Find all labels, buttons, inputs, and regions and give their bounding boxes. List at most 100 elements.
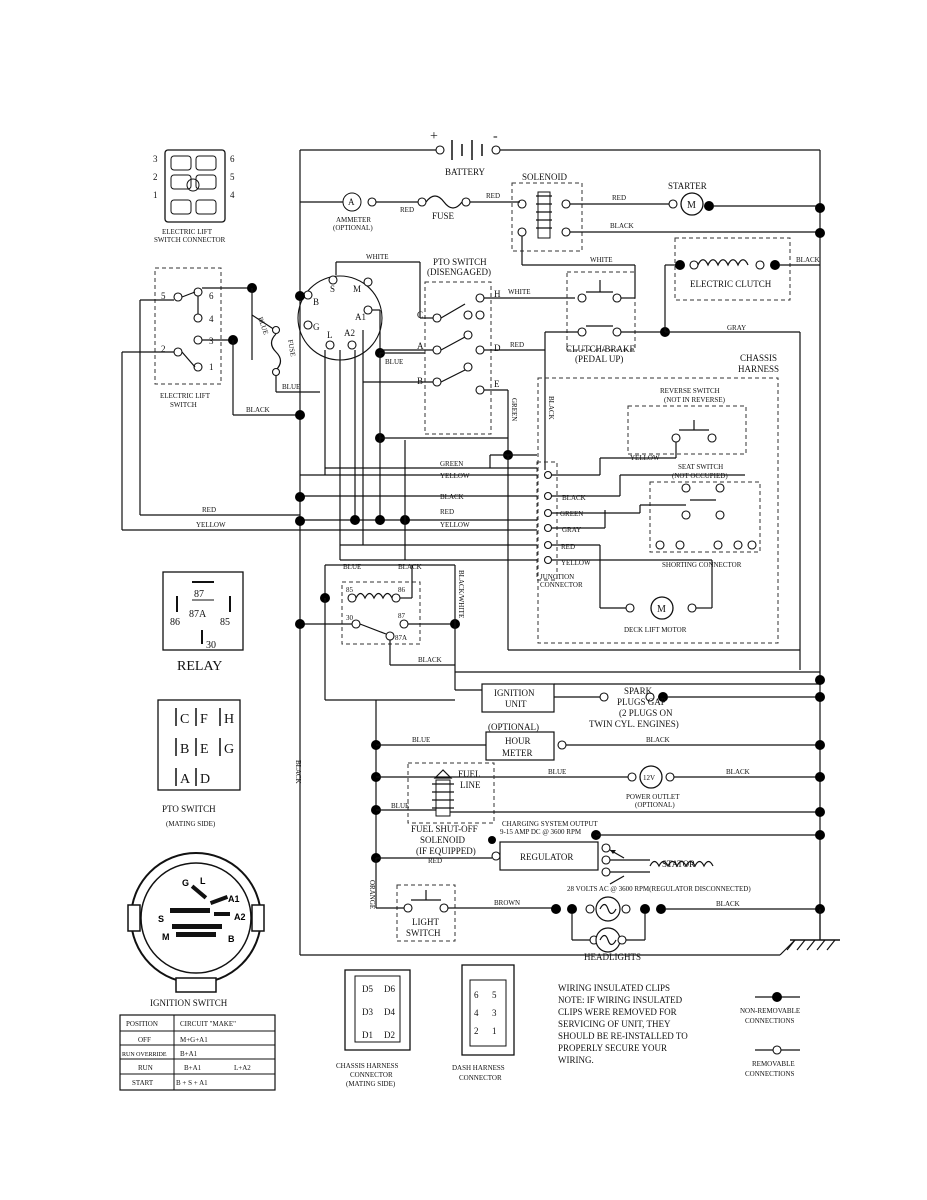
wire-black-clutch2: BLACK bbox=[796, 256, 820, 264]
pto-mating-d: D bbox=[200, 772, 210, 787]
elc-pin-3: 3 bbox=[153, 154, 158, 164]
wire-red-ammeter: RED bbox=[400, 206, 414, 214]
electric-clutch: BLACK ELECTRIC CLUTCH bbox=[665, 237, 820, 301]
elc-pin-2: 2 bbox=[153, 172, 158, 182]
elc-label-1: ELECTRIC LIFT bbox=[162, 228, 213, 236]
pto-label-1: PTO SWITCH bbox=[433, 257, 487, 267]
ign-table-run: RUN bbox=[138, 1064, 153, 1072]
electric-lift-switch-connector: 3 2 1 6 5 4 ELECTRIC LIFT SWITCH CONNECT… bbox=[153, 149, 235, 244]
relay-pin-30: 30 bbox=[206, 640, 216, 651]
els-pin-2: 2 bbox=[161, 344, 166, 354]
ign-term-a1: A1 bbox=[355, 312, 366, 322]
spark-label-4: TWIN CYL. ENGINES) bbox=[589, 719, 679, 729]
relay-label: RELAY bbox=[177, 659, 222, 674]
chc-label-2: CONNECTOR bbox=[350, 1071, 393, 1079]
wire-black-hl: BLACK bbox=[716, 900, 740, 908]
ign-term-g: G bbox=[313, 322, 320, 332]
wire-blue-fuse: BLUE bbox=[256, 316, 270, 336]
hour-meter-optional: (OPTIONAL) bbox=[488, 722, 539, 732]
deck-lift-motor-label: DECK LIFT MOTOR bbox=[624, 626, 687, 634]
chc-pin-d4: D4 bbox=[384, 1007, 395, 1017]
pto-mating-b: B bbox=[180, 742, 189, 757]
light-switch-headlights: ORANGE LIGHT SWITCH BROWN BLACK HEADLIGH… bbox=[368, 858, 825, 962]
battery: + - BATTERY bbox=[300, 129, 820, 177]
elc-pin-4: 4 bbox=[230, 190, 235, 200]
regulator-stator: CHARGING SYSTEM OUTPUT 9-15 AMP DC @ 360… bbox=[371, 820, 825, 893]
wire-green-bus: GREEN bbox=[440, 460, 463, 468]
wire-red-els: RED bbox=[202, 506, 216, 514]
wire-white-clutch: WHITE bbox=[590, 256, 613, 264]
wire-red-reg: RED bbox=[428, 857, 442, 865]
pto-term-a: A bbox=[417, 341, 424, 351]
ign-face-m: M bbox=[162, 932, 170, 942]
dhc-pin-4: 4 bbox=[474, 1008, 479, 1018]
chassis-harness-connector: D5 D6 D3 D4 D1 D2 CHASSIS HARNESS CONNEC… bbox=[336, 969, 411, 1088]
els-label-2: SWITCH bbox=[170, 401, 197, 409]
note-line-4: SERVICING OF UNIT, THEY bbox=[558, 1019, 671, 1029]
spark-label-3: (2 PLUGS ON bbox=[619, 708, 673, 718]
power-outlet-label-2: (OPTIONAL) bbox=[635, 801, 675, 809]
power-outlet: BLUE 12V BLACK POWER OUTLET (OPTIONAL) bbox=[371, 765, 825, 809]
fuse-label: FUSE bbox=[432, 211, 455, 221]
wire-black-els: BLACK bbox=[246, 406, 270, 414]
ign-table-run-circuit: B+A1 bbox=[184, 1064, 202, 1072]
chc-pin-d1: D1 bbox=[362, 1030, 373, 1040]
legend-nonremovable-2: CONNECTIONS bbox=[745, 1017, 794, 1025]
relay-schematic: BLUE BLACK 85 86 30 87 87A BLACK/WHITE B… bbox=[295, 563, 820, 690]
wire-green-jc: GREEN bbox=[560, 510, 583, 518]
chassis-harness-label-2: HARNESS bbox=[738, 364, 779, 374]
pto-switch: PTO SWITCH (DISENGAGED) H C A D B E WHIT… bbox=[363, 257, 575, 520]
solenoid-label: SOLENOID bbox=[522, 172, 567, 182]
els-pin-6: 6 bbox=[209, 291, 214, 301]
pto-term-h: H bbox=[494, 289, 501, 299]
ign-table-off: OFF bbox=[138, 1036, 151, 1044]
seat-switch-label-2: (NOT OCCUPIED) bbox=[672, 472, 728, 480]
els-pin-5: 5 bbox=[161, 291, 166, 301]
pto-mating-a: A bbox=[180, 772, 191, 787]
pto-mating-icon: C F H B E G A D PTO SWITCH (MATING SIDE) bbox=[157, 699, 241, 828]
pto-mating-e: E bbox=[200, 742, 209, 757]
ignition-table: POSITION CIRCUIT "MAKE" OFF M+G+A1 RUN O… bbox=[119, 1014, 276, 1091]
spark-label-2: PLUGS GAP bbox=[617, 697, 666, 707]
wire-yellow-els: YELLOW bbox=[196, 521, 226, 529]
dhc-pin-2: 2 bbox=[474, 1026, 479, 1036]
pto-mating-f: F bbox=[200, 712, 208, 727]
chassis-harness: CHASSIS HARNESS REVERSE SWITCH (NOT IN R… bbox=[536, 353, 779, 644]
hour-meter-label-2: METER bbox=[502, 748, 533, 758]
els-pin-3: 3 bbox=[209, 336, 214, 346]
stator-note: 28 VOLTS AC @ 3600 RPM(REGULATOR DISCONN… bbox=[567, 885, 751, 893]
wire-yellow-bus: YELLOW bbox=[440, 472, 470, 480]
wire-black-relay: BLACK bbox=[398, 563, 422, 571]
battery-label: BATTERY bbox=[445, 167, 486, 177]
fuel-shutoff-solenoid: FUEL LINE BLUE FUEL SHUT-OFF SOLENOID (I… bbox=[371, 762, 825, 856]
ign-table-header-position: POSITION bbox=[126, 1020, 158, 1028]
legend-nonremovable-dot bbox=[772, 992, 782, 1002]
wire-orange-ls: ORANGE bbox=[368, 880, 376, 909]
wire-black-jc: BLACK bbox=[562, 494, 586, 502]
dhc-pin-1: 1 bbox=[492, 1026, 497, 1036]
shorting-connector-label: SHORTING CONNECTOR bbox=[662, 561, 742, 569]
clutch-brake-label-1: CLUTCH/BRAKE bbox=[566, 344, 636, 354]
fuel-line-label-2: LINE bbox=[460, 780, 481, 790]
dhc-pin-6: 6 bbox=[474, 990, 479, 1000]
ign-term-b: B bbox=[313, 297, 319, 307]
dhc-pin-3: 3 bbox=[492, 1008, 497, 1018]
relay-term-30: 30 bbox=[346, 614, 354, 622]
elc-label-2: SWITCH CONNECTOR bbox=[154, 236, 226, 244]
chc-pin-d3: D3 bbox=[362, 1007, 373, 1017]
ignition-switch-face: G L A1 A2 S M B IGNITION SWITCH bbox=[127, 852, 265, 1008]
wire-blue-hm: BLUE bbox=[412, 736, 430, 744]
stator-label: STATOR bbox=[662, 859, 695, 869]
power-outlet-symbol: 12V bbox=[643, 774, 655, 782]
ignition-switch-schematic: S M B G L A1 A2 WHITE BLUE bbox=[295, 253, 425, 560]
ign-term-l: L bbox=[327, 330, 333, 340]
ign-face-g: G bbox=[182, 878, 189, 888]
wire-black-left: BLACK bbox=[294, 760, 302, 784]
ign-term-m: M bbox=[353, 284, 361, 294]
ammeter-symbol: A bbox=[348, 197, 355, 207]
light-switch-label-1: LIGHT bbox=[412, 917, 439, 927]
hour-meter-label-1: HOUR bbox=[505, 736, 531, 746]
relay-term-87: 87 bbox=[398, 612, 406, 620]
wire-black-solenoid: BLACK bbox=[610, 222, 634, 230]
